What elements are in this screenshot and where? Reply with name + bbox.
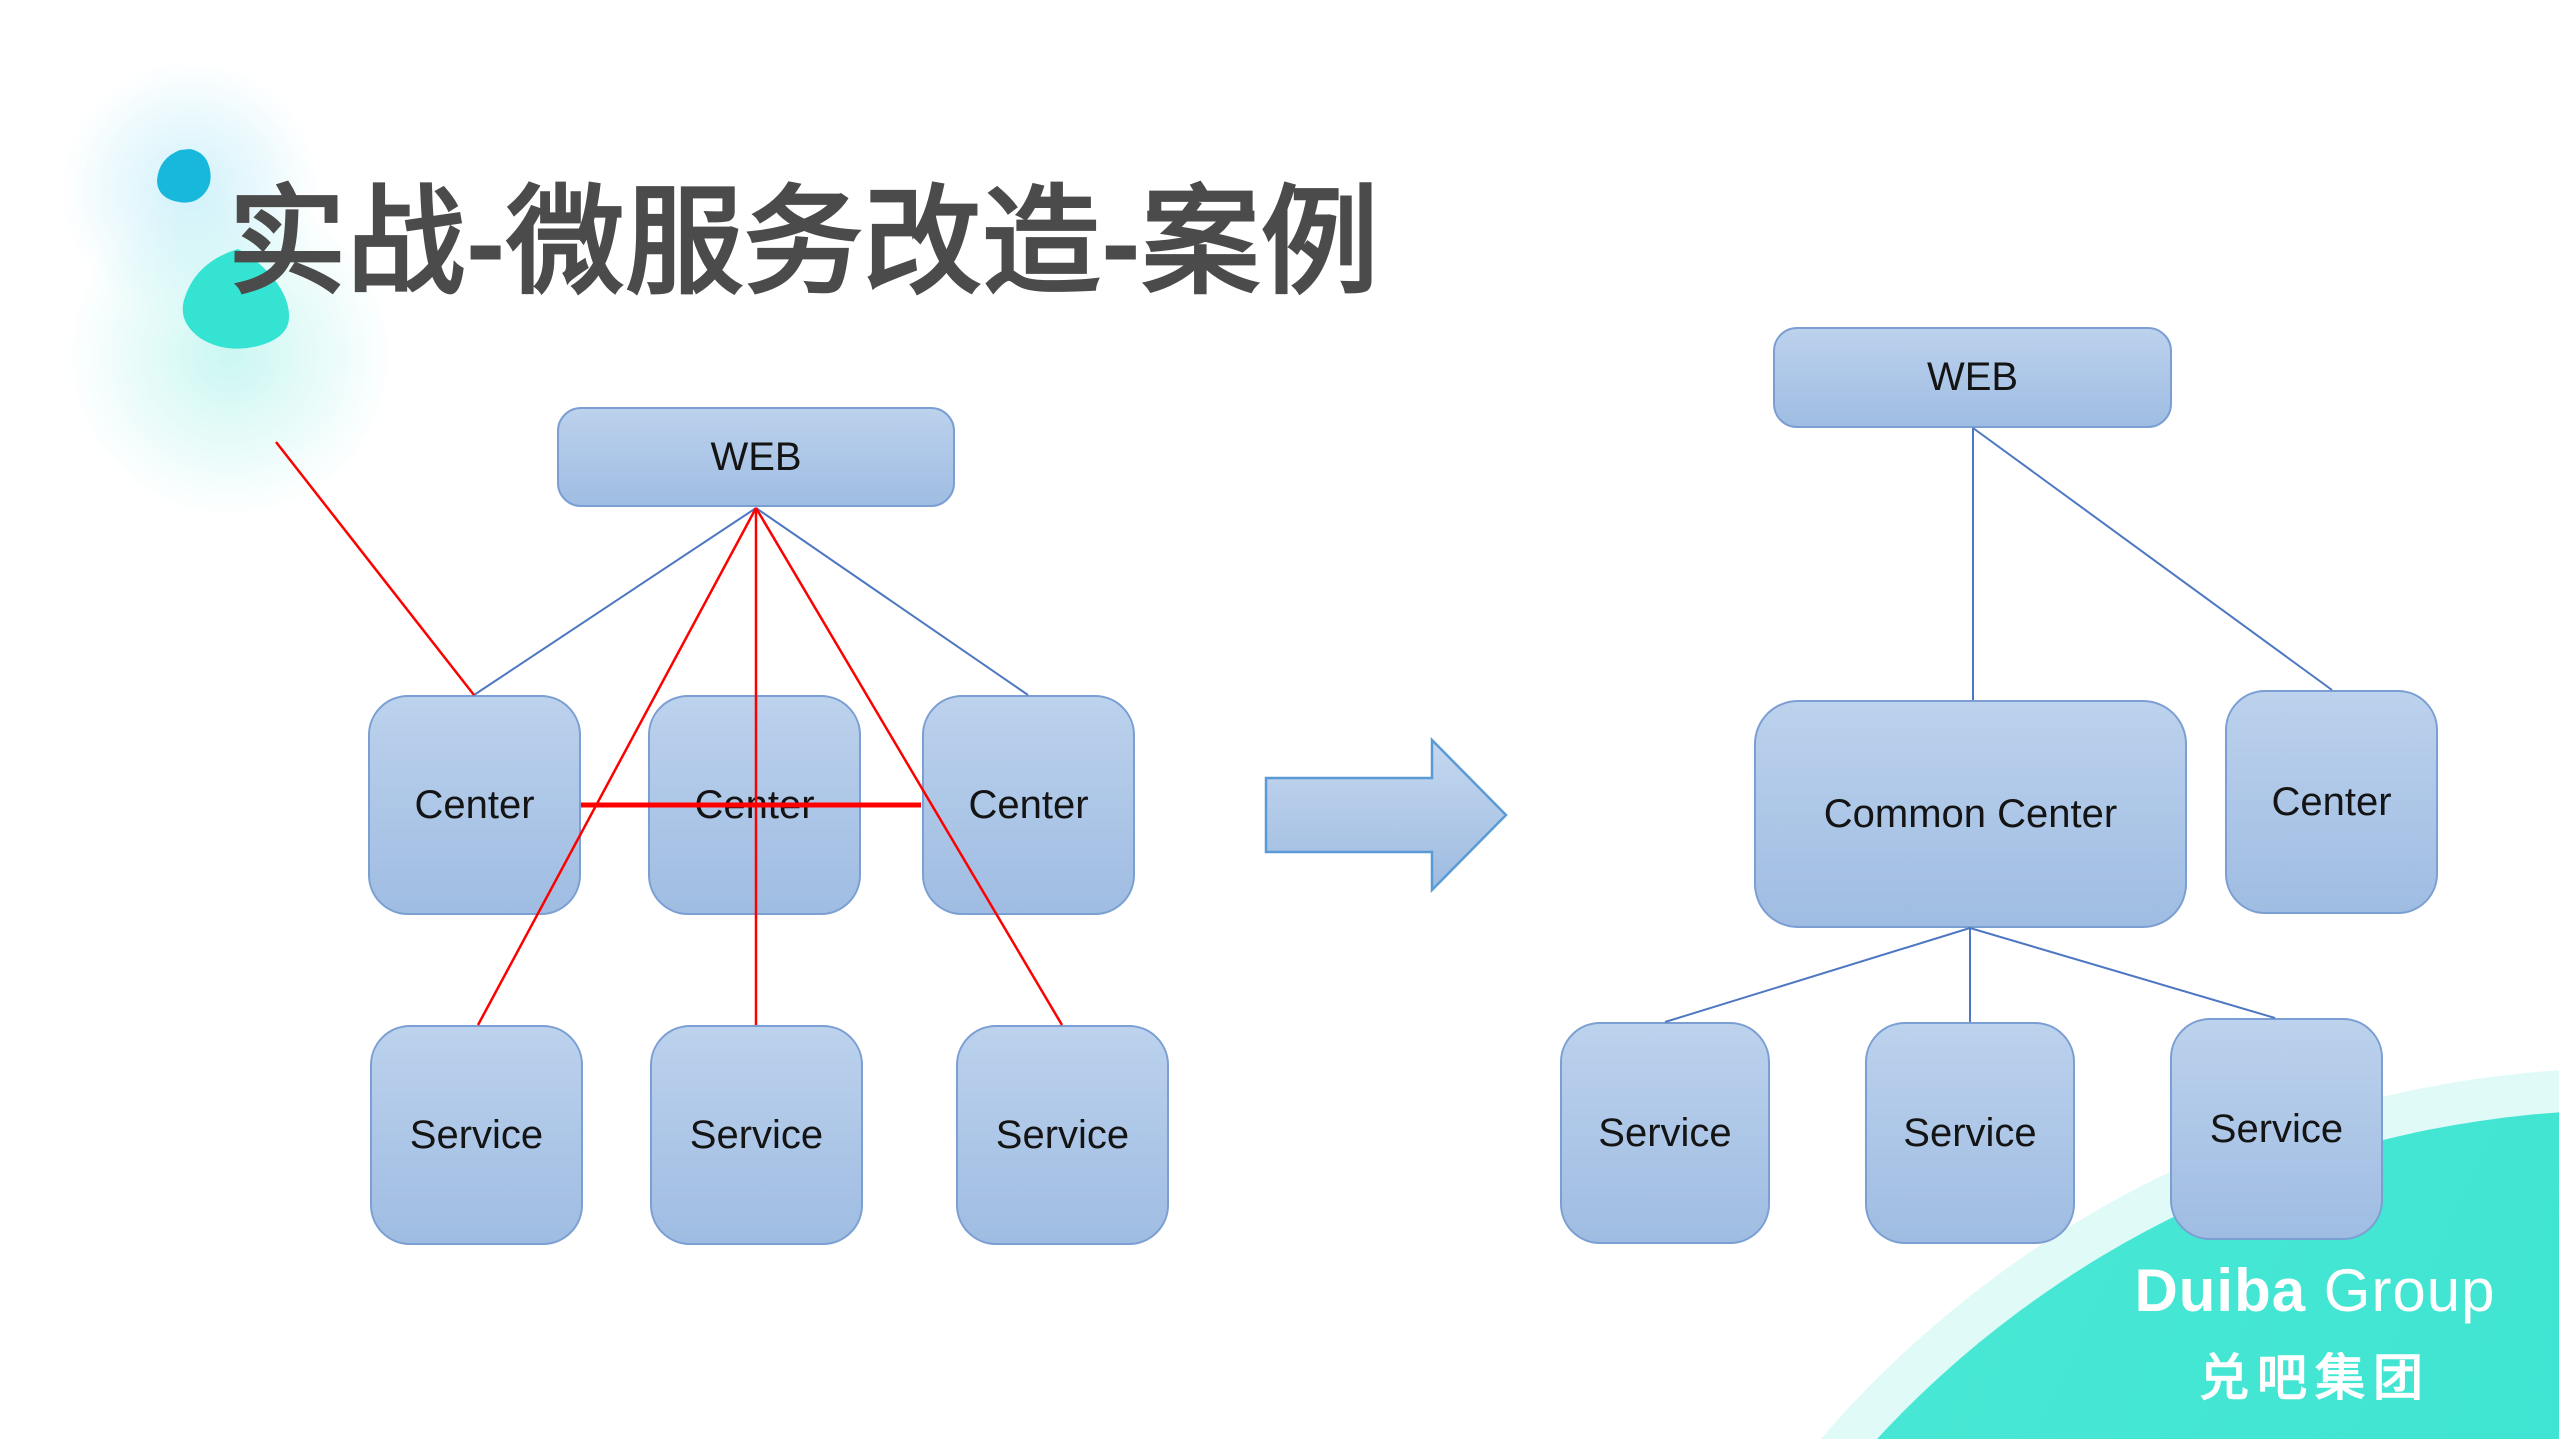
after-center-node: Center <box>2225 690 2438 914</box>
brand-logo-text: Duiba Group <box>2080 1256 2550 1325</box>
after-web-node: WEB <box>1773 327 2172 428</box>
node-label: Service <box>1903 1110 2037 1155</box>
before-service-node-2: Service <box>650 1025 863 1245</box>
right-arrow-icon <box>1264 736 1508 894</box>
before-web-node: WEB <box>557 407 955 507</box>
after-commoncenter-service3-line <box>1969 927 2276 1019</box>
after-web-center-line <box>1972 427 2333 691</box>
node-label: Center <box>968 782 1089 827</box>
node-label: Service <box>689 1112 824 1157</box>
node-label: Common Center <box>1823 791 2118 836</box>
before-web-center1-line <box>473 507 757 696</box>
node-label: Service <box>2209 1106 2344 1151</box>
brand-name-bold: Duiba <box>2134 1257 2307 1324</box>
node-label: WEB <box>1926 355 2019 399</box>
before-center-node-2: Center <box>648 695 861 915</box>
before-service-node-3: Service <box>956 1025 1169 1245</box>
node-label: Center <box>694 782 815 827</box>
after-common-center-node: Common Center <box>1754 700 2187 928</box>
node-label: WEB <box>710 434 802 479</box>
before-service-node-1: Service <box>370 1025 583 1245</box>
before-center-node-3: Center <box>922 695 1135 915</box>
node-label: Center <box>414 782 535 827</box>
after-service-node-3: Service <box>2170 1018 2383 1240</box>
node-label: Service <box>995 1112 1130 1157</box>
node-label: Service <box>1598 1110 1732 1155</box>
before-center-node-1: Center <box>368 695 581 915</box>
before-web-center3-line <box>755 507 1029 696</box>
after-service-node-1: Service <box>1560 1022 1770 1244</box>
pick-small-icon <box>157 149 211 203</box>
page-title: 实战-微服务改造-案例 <box>228 177 1380 309</box>
brand-name-light: Group <box>2323 1257 2496 1324</box>
after-commoncenter-service1-line <box>1664 927 1971 1023</box>
node-label: Center <box>2271 779 2392 824</box>
node-label: Service <box>409 1112 544 1157</box>
after-service-node-2: Service <box>1865 1022 2075 1244</box>
brand-name-chinese: 兑吧集团 <box>2199 1350 2431 1406</box>
